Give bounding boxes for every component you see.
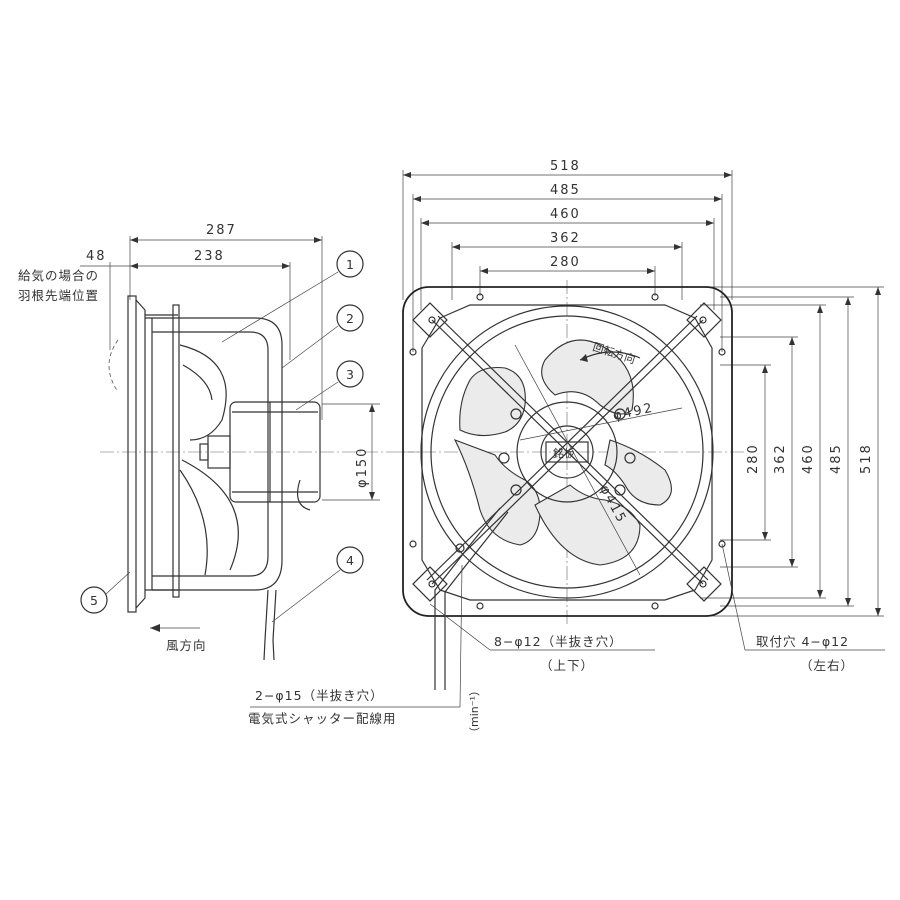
hub-nameplate: [545, 441, 589, 463]
front-view: 518 485 460 362: [400, 159, 885, 738]
front-cable: [434, 507, 501, 690]
guard-frame: [145, 317, 283, 591]
dim-phi150: φ150: [355, 447, 370, 488]
dim-238: 238: [194, 249, 225, 264]
height-dim-485: 485: [720, 296, 854, 607]
height-dim-460: 460: [700, 304, 826, 599]
callout-4: 4: [271, 546, 364, 623]
blade-3: [453, 438, 541, 546]
svg-text:3: 3: [346, 367, 355, 382]
width-dim-362: 362: [451, 231, 683, 300]
svg-text:518: 518: [550, 159, 581, 174]
callout-3: 3: [295, 360, 364, 411]
inner-frame: [421, 304, 713, 601]
hole-updown-label: 8−φ12（半抜き穴）: [494, 634, 623, 649]
guard-bar-2: [431, 319, 704, 585]
svg-text:280: 280: [550, 255, 581, 270]
side-flange: [127, 295, 137, 613]
width-dim-460: 460: [420, 207, 715, 310]
blade-5: [604, 439, 672, 506]
callout-1: 1: [221, 250, 364, 343]
cable-note-label: 電気式シャッター配線用: [248, 711, 397, 726]
blade-1: [541, 339, 634, 415]
rpm-unit-label: （min⁻¹）: [468, 685, 481, 738]
dim-48: 48: [86, 249, 107, 264]
svg-text:1: 1: [346, 257, 355, 272]
svg-text:4: 4: [346, 553, 355, 568]
outer-frame: [402, 286, 733, 617]
svg-text:280: 280: [746, 443, 761, 474]
wind-direction-label: 風方向: [166, 638, 207, 653]
svg-text:362: 362: [773, 443, 788, 474]
intake-note-line1: 給気の場合の: [18, 268, 99, 283]
callout-5: 5: [80, 571, 131, 614]
svg-text:460: 460: [550, 207, 581, 222]
width-dim-280: 280: [479, 255, 656, 296]
leftright-label: （左右）: [800, 658, 854, 673]
motor-hub-outer: [516, 401, 618, 503]
height-dim-362: 362: [720, 336, 798, 568]
height-dim-280: 280: [720, 364, 771, 541]
motor-hub-inner: [540, 425, 594, 479]
height-dim-518: 518: [700, 286, 884, 617]
svg-text:518: 518: [859, 443, 874, 474]
intake-note-line2: 羽根先端位置: [18, 288, 99, 303]
callout-2: 2: [281, 304, 364, 369]
blade-tip-position: [108, 339, 119, 393]
side-view: 287 238 48 給気の場合の 羽根先端位置: [18, 223, 463, 726]
hub-nameplate-label: 銘板: [553, 446, 575, 460]
venturi-outer-ring: [420, 305, 714, 599]
svg-text:5: 5: [90, 593, 99, 608]
svg-text:362: 362: [550, 231, 581, 246]
updown-label: （上下）: [540, 658, 594, 673]
width-dim-485: 485: [412, 183, 723, 352]
svg-text:460: 460: [801, 443, 816, 474]
mount-holes-label: 取付穴 4−φ12: [756, 634, 849, 649]
svg-text:2: 2: [346, 311, 355, 326]
svg-text:485: 485: [829, 443, 844, 474]
venturi-inner-ring: [430, 315, 704, 589]
dim-287: 287: [206, 223, 237, 238]
cable-hole-label: 2−φ15（半抜き穴）: [255, 688, 384, 703]
width-dim-518: 518: [402, 159, 733, 300]
blade-4: [534, 484, 641, 566]
svg-text:485: 485: [550, 183, 581, 198]
